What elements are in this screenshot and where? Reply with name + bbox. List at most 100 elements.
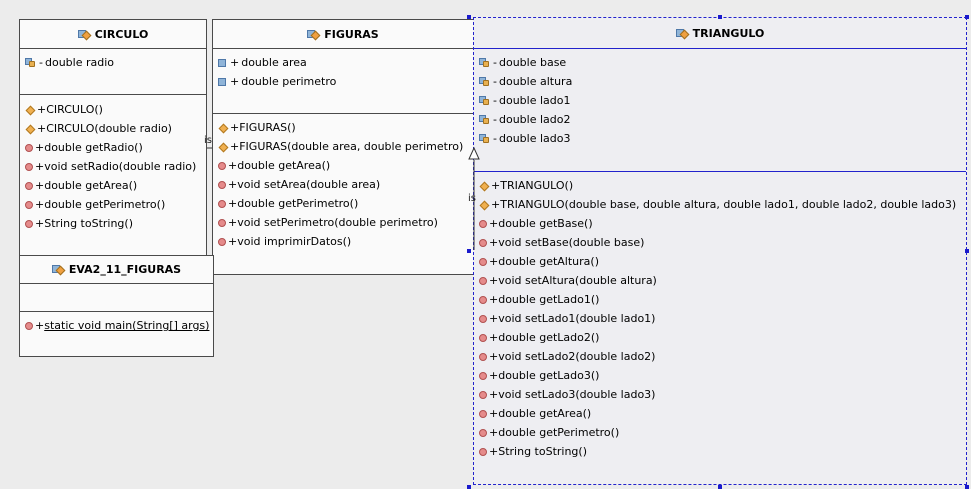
method-row[interactable]: +double getLado2(): [479, 330, 599, 346]
public-method-icon: [25, 163, 33, 171]
constructor-icon: [218, 142, 229, 152]
class-triangulo-name: TRIANGULO: [692, 26, 765, 40]
private-field-icon: [479, 58, 490, 68]
method-row[interactable]: +double getLado3(): [479, 368, 599, 384]
public-method-icon: [479, 353, 487, 361]
resize-handle[interactable]: [718, 485, 722, 489]
private-field-icon: [479, 134, 490, 144]
public-method-icon: [218, 200, 226, 208]
constructor-icon: [25, 124, 36, 134]
attribute-row[interactable]: -double lado1: [479, 93, 570, 109]
class-eva2-11-figuras[interactable]: EVA2_11_FIGURAS +static void main(String…: [19, 255, 214, 357]
attribute-row[interactable]: +double area: [218, 55, 307, 71]
public-method-icon: [479, 391, 487, 399]
class-figuras-name: FIGURAS: [324, 27, 379, 41]
public-field-icon: [218, 78, 226, 86]
method-row[interactable]: +double getAltura(): [479, 254, 599, 270]
resize-handle[interactable]: [467, 249, 471, 253]
method-row[interactable]: +double getPerimetro(): [25, 197, 165, 213]
public-method-icon: [479, 410, 487, 418]
class-triangulo[interactable]: TRIANGULO -double base -double altura -d…: [473, 17, 967, 485]
method-row[interactable]: +FIGURAS(double area, double perimetro): [218, 139, 463, 155]
class-figuras[interactable]: FIGURAS +double area +double perimetro +…: [212, 19, 474, 275]
public-method-icon: [479, 239, 487, 247]
public-method-icon: [218, 162, 226, 170]
method-row[interactable]: +FIGURAS(): [218, 120, 296, 136]
method-row[interactable]: +void setLado3(double lado3): [479, 387, 655, 403]
public-method-icon: [25, 182, 33, 190]
constructor-icon: [218, 123, 229, 133]
public-method-icon: [479, 277, 487, 285]
method-row[interactable]: +void setLado1(double lado1): [479, 311, 655, 327]
public-method-icon: [479, 429, 487, 437]
method-row[interactable]: +static void main(String[] args): [25, 318, 209, 334]
public-method-icon: [218, 219, 226, 227]
resize-handle[interactable]: [718, 15, 722, 19]
method-row[interactable]: +double getArea(): [218, 158, 330, 174]
relation-label-circulo: is: [204, 135, 212, 146]
class-main-header: EVA2_11_FIGURAS: [20, 256, 213, 283]
static-method-icon: [25, 322, 33, 330]
method-row[interactable]: +void setRadio(double radio): [25, 159, 196, 175]
constructor-icon: [25, 105, 36, 115]
method-row[interactable]: +void setBase(double base): [479, 235, 644, 251]
public-method-icon: [479, 220, 487, 228]
method-row[interactable]: +double getPerimetro(): [479, 425, 619, 441]
attribute-row[interactable]: -double altura: [479, 74, 572, 90]
method-row[interactable]: +TRIANGULO(double base, double altura, d…: [479, 197, 956, 213]
private-field-icon: [479, 77, 490, 87]
method-row[interactable]: +String toString(): [25, 216, 133, 232]
resize-handle[interactable]: [467, 15, 471, 19]
method-row[interactable]: +void setPerimetro(double perimetro): [218, 215, 438, 231]
resize-handle[interactable]: [965, 249, 969, 253]
method-row[interactable]: +String toString(): [479, 444, 587, 460]
class-circulo-name: CIRCULO: [94, 27, 149, 41]
public-method-icon: [479, 258, 487, 266]
attribute-row[interactable]: +double perimetro: [218, 74, 336, 90]
class-icon: [77, 29, 91, 40]
class-icon: [51, 264, 65, 275]
method-row[interactable]: +double getBase(): [479, 216, 593, 232]
method-row[interactable]: +double getLado1(): [479, 292, 599, 308]
private-field-icon: [479, 96, 490, 106]
public-method-icon: [479, 372, 487, 380]
class-figuras-header: FIGURAS: [213, 20, 473, 48]
attribute-row[interactable]: -double lado2: [479, 112, 570, 128]
public-method-icon: [25, 220, 33, 228]
public-method-icon: [479, 448, 487, 456]
public-method-icon: [218, 181, 226, 189]
public-method-icon: [479, 315, 487, 323]
constructor-icon: [479, 181, 490, 191]
method-row[interactable]: +double getArea(): [479, 406, 591, 422]
method-row[interactable]: +void setLado2(double lado2): [479, 349, 655, 365]
class-icon: [675, 28, 689, 39]
relation-label-triangulo: is: [468, 193, 476, 204]
public-field-icon: [218, 59, 226, 67]
private-field-icon: [25, 58, 36, 68]
method-row[interactable]: +void imprimirDatos(): [218, 234, 351, 250]
public-method-icon: [25, 144, 33, 152]
method-row[interactable]: +CIRCULO(double radio): [25, 121, 172, 137]
public-method-icon: [479, 334, 487, 342]
class-circulo[interactable]: CIRCULO - double radio +CIRCULO() +CIRCU…: [19, 19, 207, 257]
resize-handle[interactable]: [467, 485, 471, 489]
resize-handle[interactable]: [965, 15, 969, 19]
class-circulo-header: CIRCULO: [20, 20, 206, 48]
method-row[interactable]: +void setArea(double area): [218, 177, 380, 193]
resize-handle[interactable]: [965, 485, 969, 489]
public-method-icon: [218, 238, 226, 246]
constructor-icon: [479, 200, 490, 210]
attribute-row[interactable]: -double lado3: [479, 131, 570, 147]
public-method-icon: [479, 296, 487, 304]
method-row[interactable]: +void setAltura(double altura): [479, 273, 657, 289]
method-row[interactable]: +double getPerimetro(): [218, 196, 358, 212]
attribute-row[interactable]: - double radio: [25, 55, 114, 71]
method-row[interactable]: +double getArea(): [25, 178, 137, 194]
method-row[interactable]: +TRIANGULO(): [479, 178, 573, 194]
class-triangulo-header: TRIANGULO: [474, 18, 966, 48]
attribute-row[interactable]: -double base: [479, 55, 566, 71]
public-method-icon: [25, 201, 33, 209]
class-main-name: EVA2_11_FIGURAS: [68, 263, 182, 276]
method-row[interactable]: +CIRCULO(): [25, 102, 103, 118]
method-row[interactable]: +double getRadio(): [25, 140, 143, 156]
